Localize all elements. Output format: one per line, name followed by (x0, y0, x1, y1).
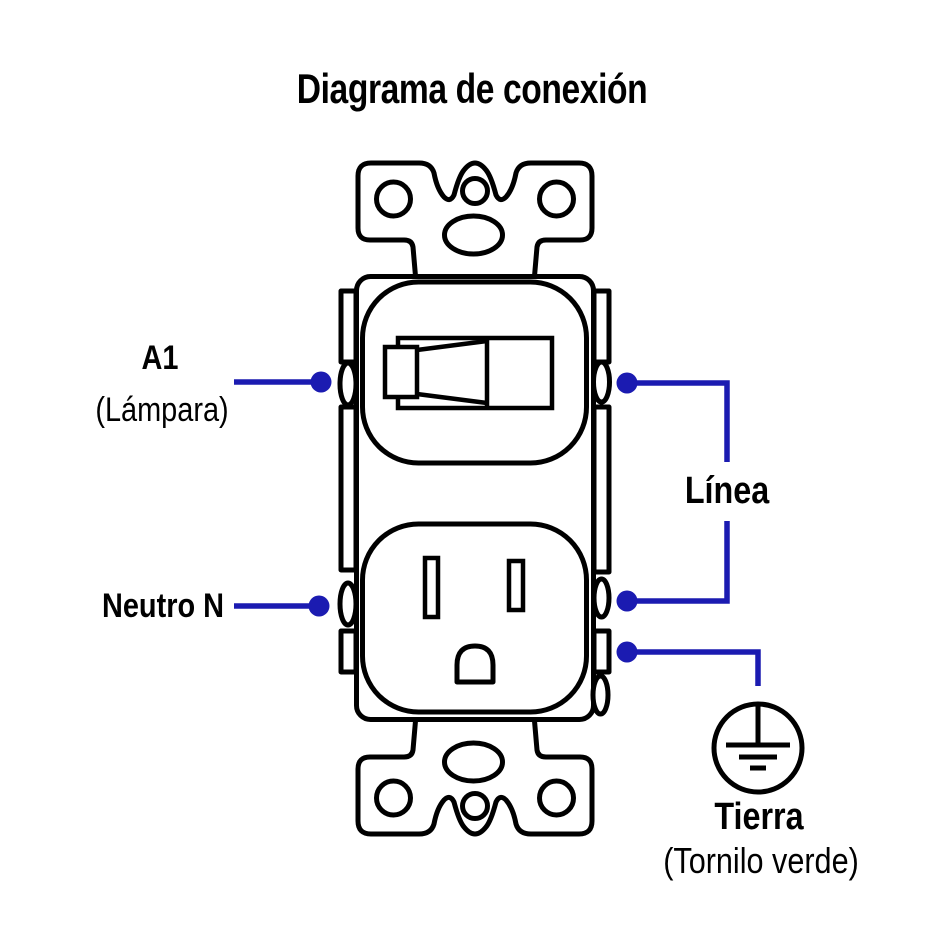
wire-line (627, 521, 730, 604)
screw-terminal-a1 (337, 360, 359, 408)
toggle-tip (382, 344, 420, 400)
mounting-strap-bottom (358, 715, 592, 834)
wire-tierra (616, 641, 761, 686)
label-a1: A1 (141, 339, 179, 377)
screw-terminal-linea-bottom (591, 576, 612, 620)
wire-line (627, 649, 761, 686)
toggle-slant-bottom (416, 391, 488, 406)
rail-segment (591, 288, 612, 365)
toggle-slant-top (416, 338, 488, 353)
label-lampara: (Lámpara) (95, 391, 229, 429)
ground-symbol-icon (711, 701, 805, 795)
label-tierra: Tierra (714, 796, 804, 838)
label-linea: Línea (684, 470, 770, 512)
rail-segment (591, 404, 612, 575)
hot-slot (506, 558, 526, 613)
wire-line (627, 380, 730, 462)
wire-dot (616, 590, 638, 612)
toggle-switch (382, 335, 555, 411)
label-tornilo-verde: (Tornilo verde) (663, 840, 859, 881)
rail-segment (338, 404, 359, 573)
screw-terminal-neutro (337, 580, 359, 628)
wire-dot (308, 595, 330, 617)
rail-segment (338, 288, 359, 365)
screw-terminal-tierra (590, 673, 611, 717)
label-neutro: Neutro N (101, 587, 225, 625)
wire-dot (616, 641, 638, 663)
rail-segment (338, 628, 359, 675)
wire-dot (616, 372, 638, 394)
ground-hole (454, 643, 496, 685)
wire-a1 (234, 371, 332, 393)
left-rail (337, 288, 359, 675)
page-title: Diagrama de conexión (296, 65, 648, 112)
wire-dot (310, 371, 332, 393)
screw-terminal-linea-top (591, 359, 612, 405)
outlet-face (360, 521, 589, 715)
wire-neutro (234, 595, 330, 617)
neutral-slot (422, 555, 441, 620)
right-rail (590, 288, 612, 717)
rail-segment (591, 628, 612, 675)
wire-linea (616, 372, 730, 612)
mounting-strap-top (358, 163, 592, 282)
